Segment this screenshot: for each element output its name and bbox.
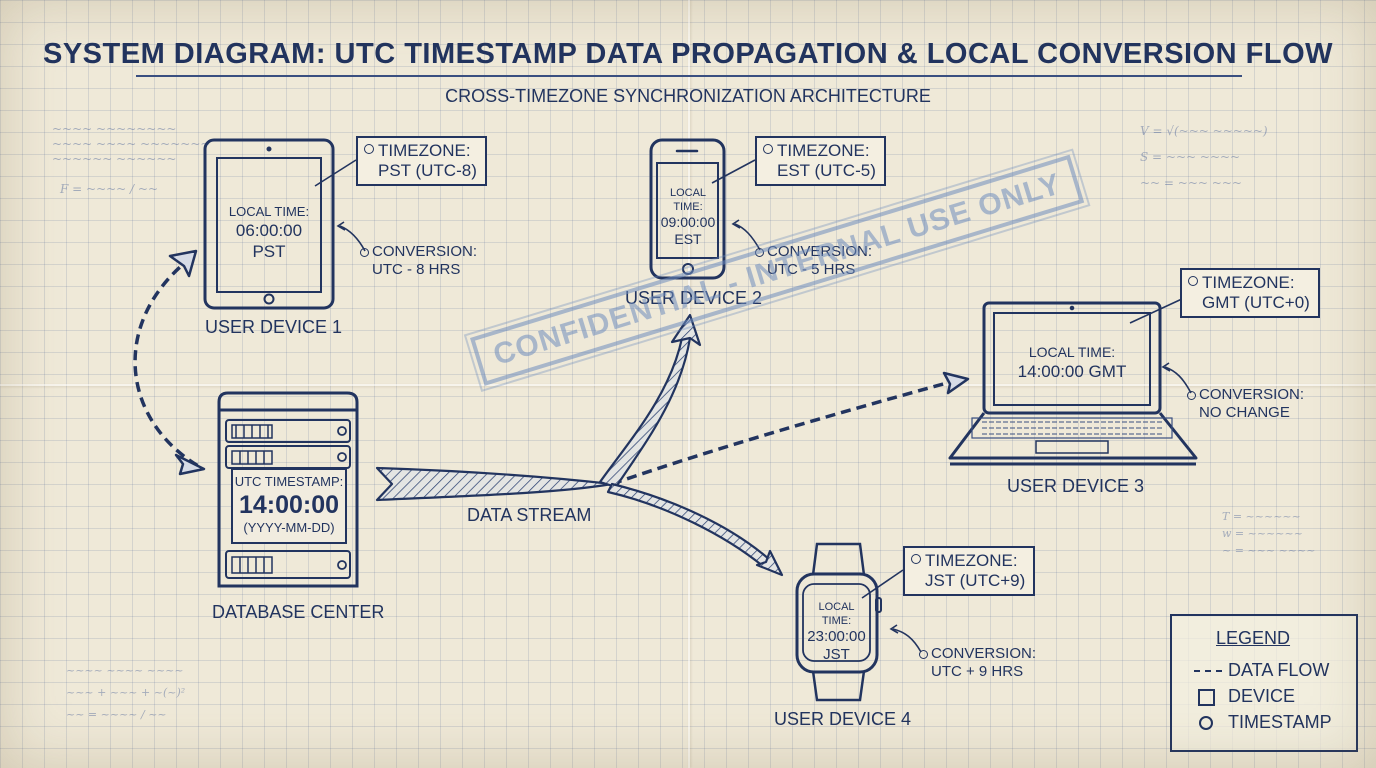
timestamp-circle-icon	[360, 248, 369, 257]
diagram-subtitle: CROSS-TIMEZONE SYNCHRONIZATION ARCHITECT…	[445, 86, 931, 106]
device-2-conv-title: CONVERSION:	[767, 243, 873, 260]
laptop-icon	[948, 301, 1198, 466]
device-4-local-label: LOCAL TIME:	[818, 601, 855, 627]
device-4-tz-title: TIMEZONE:	[925, 551, 1018, 570]
database-ts-format: (YYYY-MM-DD)	[243, 520, 335, 535]
device-2-screen: LOCAL TIME: 09:00:00 EST	[655, 186, 721, 248]
tablet-icon	[203, 138, 335, 310]
legend: LEGEND DATA FLOW DEVICE TIMESTAMP	[1170, 614, 1358, 752]
margin-scribble-top-left: ~~~~ ~~~~~~~~~~~~ ~~~~ ~~~~~~~~~~~~~ ~~~…	[52, 122, 211, 166]
device-4-tz-value: JST (UTC+9)	[925, 571, 1026, 590]
device-2-tz-value: EST (UTC-5)	[777, 161, 876, 180]
device-4-screen: LOCAL TIME: 23:00:00 JST	[803, 600, 870, 664]
device-4-timezone-box: TIMEZONE: JST (UTC+9)	[903, 546, 1036, 596]
data-flow-arrowheads	[168, 249, 970, 476]
database-ts-label: UTC TIMESTAMP:	[234, 474, 344, 489]
circle-icon	[1199, 716, 1213, 730]
device-1-zone: PST	[252, 242, 286, 261]
device-1-tz-title: TIMEZONE:	[378, 141, 471, 160]
device-2-conv-value: UTC - 5 HRS	[767, 261, 856, 278]
phone-icon	[649, 138, 726, 280]
device-3-tz-title: TIMEZONE:	[1202, 273, 1295, 292]
device-1-tz-value: PST (UTC-8)	[378, 161, 477, 180]
device-2-timezone-box: TIMEZONE: EST (UTC-5)	[755, 136, 886, 186]
device-4-local-time: 23:00:00	[807, 628, 866, 645]
data-flow-arrows	[133, 255, 959, 486]
timestamp-circle-icon	[364, 144, 374, 154]
data-stream-ribbon	[375, 313, 784, 577]
legend-item-label: TIMESTAMP	[1228, 712, 1332, 732]
timestamp-circle-icon	[763, 144, 773, 154]
timestamp-circle-icon	[1188, 276, 1198, 286]
device-3-local-time: 14:00:00 GMT	[1017, 362, 1127, 381]
device-3-conv-title: CONVERSION:	[1199, 386, 1305, 403]
square-icon	[1198, 689, 1215, 706]
legend-item-label: DEVICE	[1228, 686, 1296, 706]
formula-scribble-bottom-left: ~~~~ ~~~~ ~~~~~~~ + ~~~ + ~(~)²~~ = ~~~~…	[66, 664, 186, 721]
legend-item-label: DATA FLOW	[1228, 660, 1330, 680]
device-3-conversion: CONVERSION: NO CHANGE	[1187, 386, 1305, 422]
device-3-local-label: LOCAL TIME:	[1028, 344, 1116, 360]
device-1-conversion: CONVERSION: UTC - 8 HRS	[360, 243, 478, 279]
database-ts-time: 14:00:00	[238, 491, 340, 519]
device-3-conv-value: NO CHANGE	[1199, 404, 1290, 421]
device-4-zone: JST	[823, 646, 850, 663]
device-2-tz-title: TIMEZONE:	[777, 141, 870, 160]
device-4-label: USER DEVICE 4	[774, 709, 912, 729]
device-2-local-label: LOCAL TIME:	[669, 187, 707, 213]
smartwatch-icon	[795, 542, 882, 702]
timestamp-circle-icon	[1187, 391, 1196, 400]
timestamp-circle-icon	[755, 248, 764, 257]
database-center-label: DATABASE CENTER	[212, 602, 385, 622]
device-4-conv-value: UTC + 9 HRS	[931, 663, 1024, 680]
device-3-label: USER DEVICE 3	[1007, 476, 1145, 496]
timezone-connectors	[314, 159, 1185, 599]
device-4-conversion: CONVERSION: UTC + 9 HRS	[919, 645, 1037, 681]
device-3-screen: LOCAL TIME: 14:00:00 GMT	[994, 344, 1150, 382]
device-4-conv-title: CONVERSION:	[931, 645, 1037, 662]
device-1-label: USER DEVICE 1	[205, 317, 343, 337]
timestamp-circle-icon	[911, 554, 921, 564]
database-timestamp-panel: UTC TIMESTAMP: 14:00:00 (YYYY-MM-DD)	[232, 474, 346, 536]
diagram-title: SYSTEM DIAGRAM: UTC TIMESTAMP DATA PROPA…	[42, 38, 1334, 70]
timestamp-circle-icon	[919, 650, 928, 659]
device-2-local-time: 09:00:00	[660, 214, 716, 230]
conversion-callout-arrows	[336, 219, 1192, 653]
device-1-conv-title: CONVERSION:	[372, 243, 478, 260]
server-rack-icon	[217, 391, 359, 588]
device-1-local-label: LOCAL TIME:	[228, 204, 310, 219]
device-2-zone: EST	[674, 231, 702, 247]
formula-scribble-right: T = ~~~~~~w = ~~~~~~~ = ~~~ ~~~~	[1222, 510, 1316, 557]
device-1-local-time: 06:00:00	[235, 221, 303, 240]
data-stream-label: DATA STREAM	[467, 505, 592, 525]
device-1-screen: LOCAL TIME: 06:00:00 PST	[217, 204, 321, 262]
device-2-label: USER DEVICE 2	[625, 288, 763, 308]
device-1-timezone-box: TIMEZONE: PST (UTC-8)	[356, 136, 487, 186]
device-1-conv-value: UTC - 8 HRS	[372, 261, 461, 278]
device-3-tz-value: GMT (UTC+0)	[1202, 293, 1310, 312]
legend-title: LEGEND	[1216, 628, 1291, 648]
device-3-timezone-box: TIMEZONE: GMT (UTC+0)	[1180, 268, 1320, 318]
dashed-line-icon	[1194, 670, 1222, 672]
paper-fold-horizontal	[0, 384, 1376, 386]
title-underline	[136, 75, 1242, 77]
formula-scribble-top-left: F = ~~~~ / ~~	[60, 182, 159, 196]
device-2-conversion: CONVERSION: UTC - 5 HRS	[755, 243, 873, 279]
formula-scribble-top-right: V = √(~~~ ~~~~~)S = ~~~ ~~~~~~ = ~~~ ~~~	[1140, 124, 1268, 190]
